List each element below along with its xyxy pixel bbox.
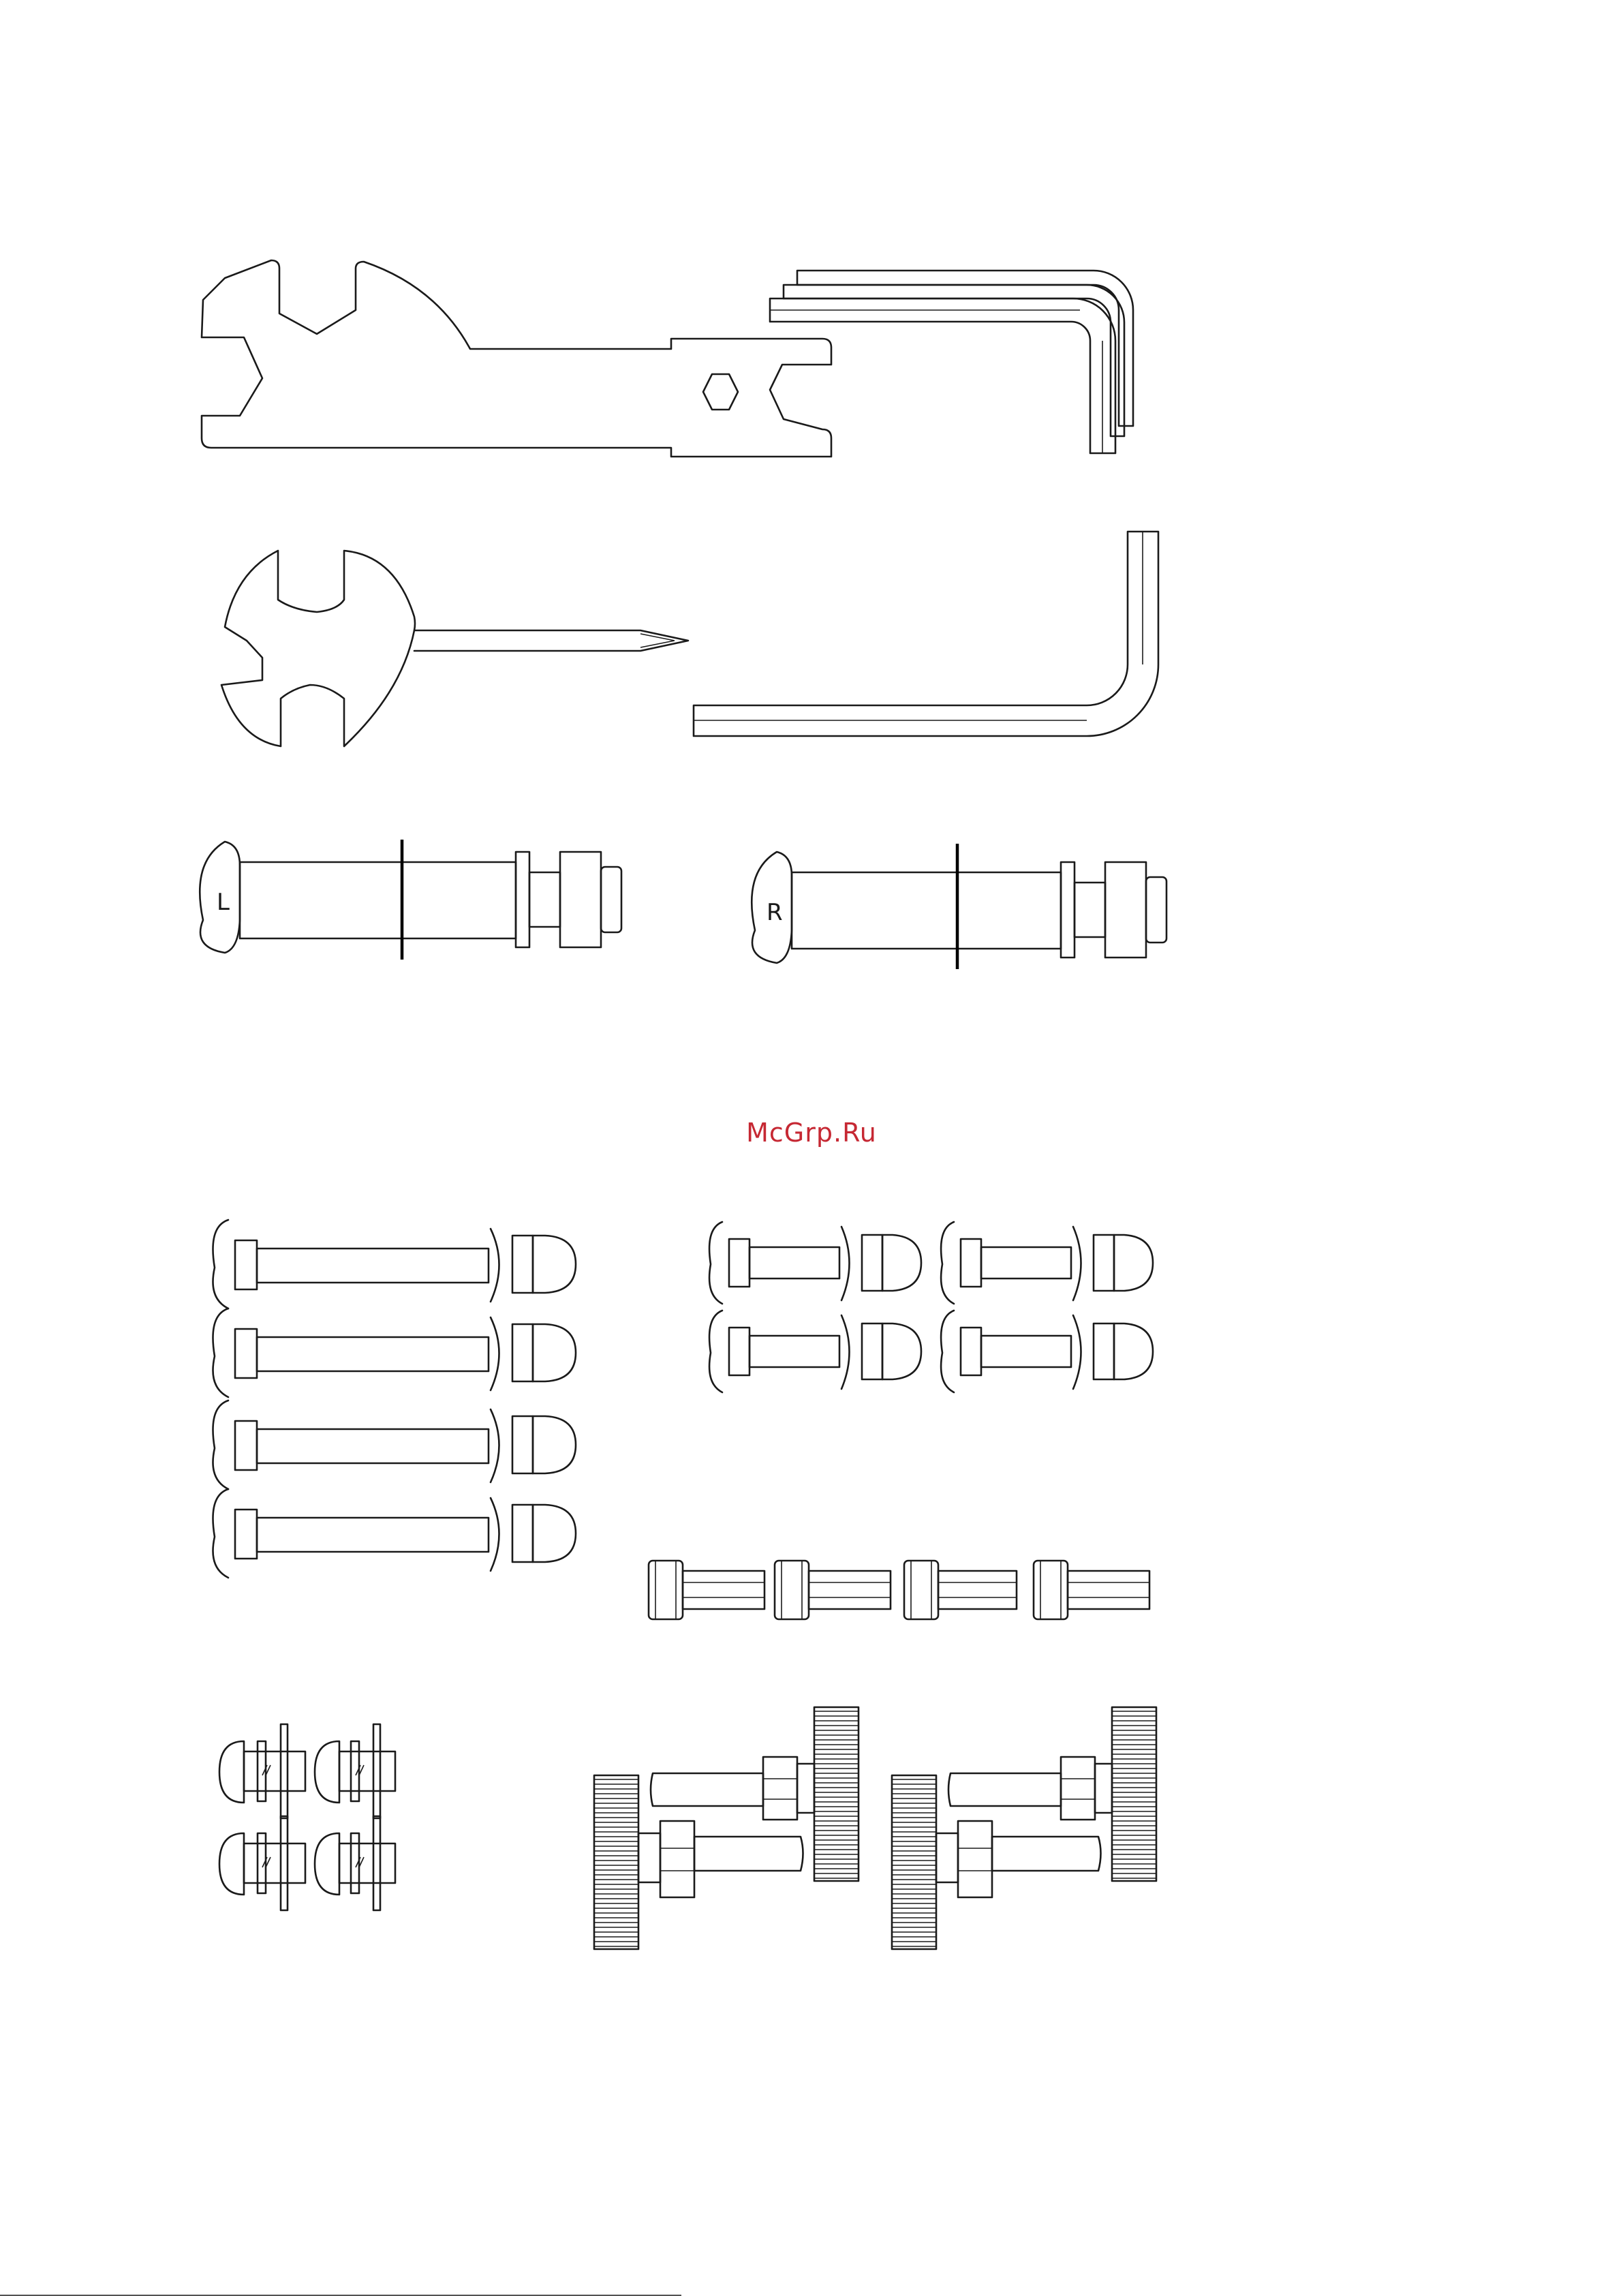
socket-cap-screw	[775, 1561, 891, 1619]
small-button-screw	[315, 1724, 395, 1818]
watermark-text: McGrp.Ru	[746, 1118, 877, 1148]
small-button-screw	[219, 1724, 305, 1818]
axle-bolt-left-icon: L	[200, 840, 621, 960]
bolt-marking-right: R	[767, 899, 783, 926]
short-carriage-bolt	[709, 1311, 921, 1392]
long-carriage-bolt	[213, 1400, 576, 1489]
knob-bolt-assembly-icon	[594, 1707, 1156, 1949]
knob-bolt-assembly	[892, 1707, 1156, 1949]
socket-cap-screw	[649, 1561, 764, 1619]
knob-bolt-assembly	[594, 1707, 859, 1949]
short-carriage-bolt	[941, 1311, 1153, 1392]
long-carriage-bolt	[213, 1220, 576, 1308]
watermark: McGrp.Ru	[0, 1118, 1623, 1148]
knob-knurl	[814, 1711, 859, 1878]
knob-knurl	[594, 1779, 638, 1946]
short-carriage-bolts-icon	[709, 1222, 1153, 1392]
combination-wrench-icon	[202, 260, 831, 457]
knob-knurl	[892, 1779, 936, 1946]
wrench-screwdriver-icon	[221, 551, 688, 746]
allen-key-set-icon	[770, 271, 1133, 453]
short-carriage-bolt	[709, 1222, 921, 1304]
socket-cap-screws-icon	[649, 1561, 1149, 1619]
small-button-screw	[219, 1816, 305, 1910]
bolt-marking-left: L	[217, 889, 230, 916]
socket-cap-screw	[1034, 1561, 1149, 1619]
long-allen-key-icon	[694, 532, 1158, 736]
small-button-screw	[315, 1816, 395, 1910]
long-carriage-bolt	[213, 1489, 576, 1578]
socket-cap-screw	[904, 1561, 1017, 1619]
knob-knurl	[1112, 1711, 1156, 1878]
small-button-screws-icon	[219, 1724, 395, 1910]
long-carriage-bolt	[213, 1308, 576, 1397]
axle-bolt-right-icon: R	[752, 844, 1166, 969]
short-carriage-bolt	[941, 1222, 1153, 1304]
long-carriage-bolts-icon	[213, 1220, 576, 1578]
